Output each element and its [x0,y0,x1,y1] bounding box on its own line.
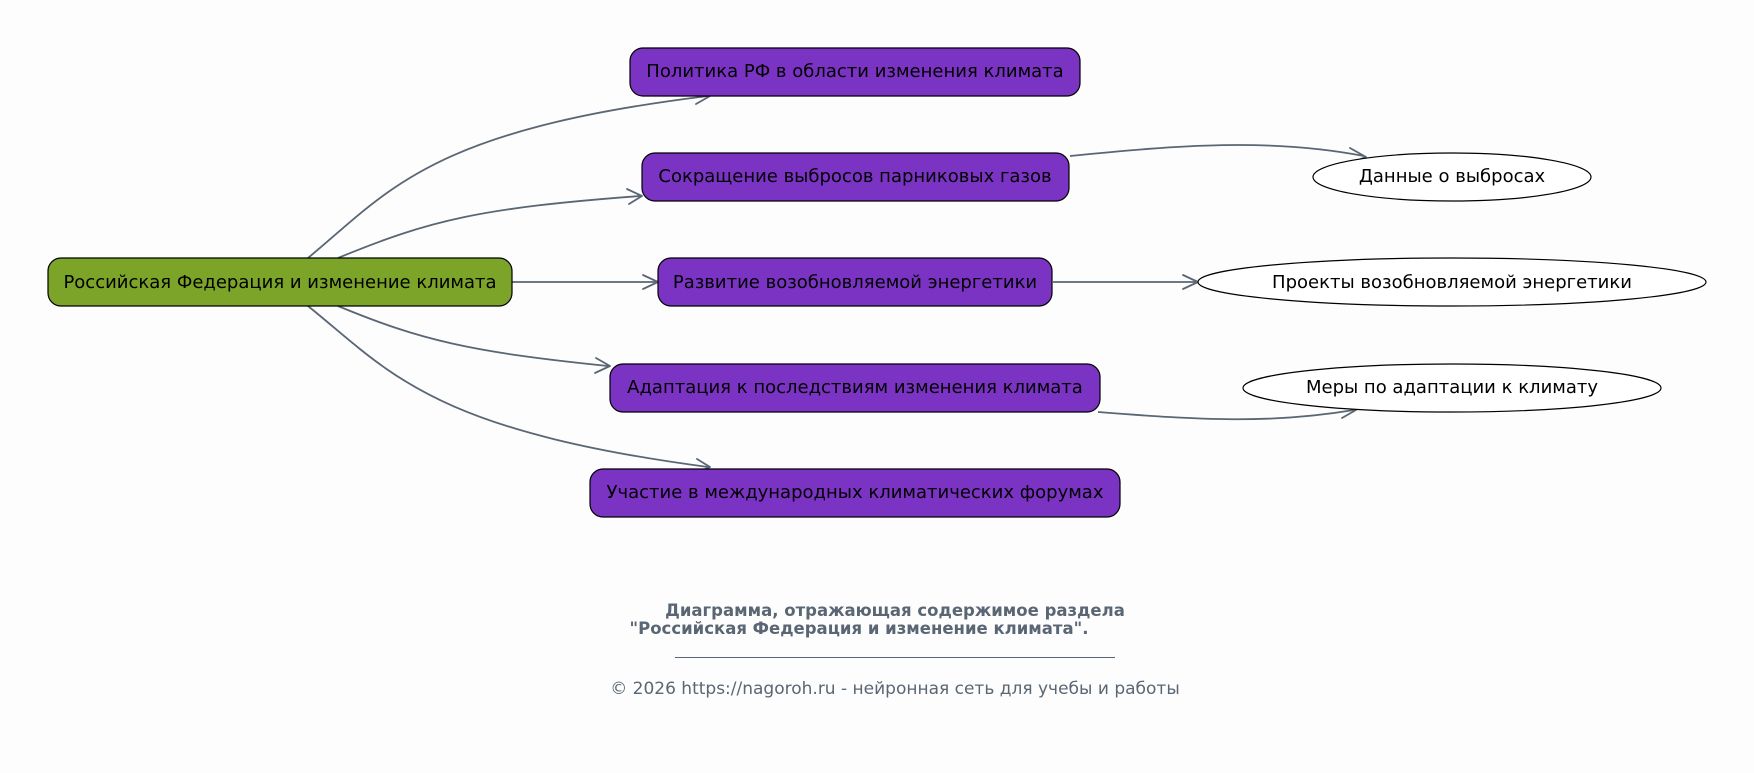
topic-node-box [641,152,1070,202]
detail-node-1: Проекты возобновляемой энергетики [1197,257,1707,307]
topic-node-box [657,257,1053,307]
topic-node-label: Сокращение выбросов парниковых газов [658,166,1051,187]
topic-node-0: Политика РФ в области изменения климата [629,47,1081,97]
edge-root-to-topic-3 [337,305,609,367]
edge-root-to-topic-0 [307,95,709,259]
copyright-footer: © 2026 https://nagoroh.ru - нейронная се… [610,679,1180,699]
root-node-label: Российская Федерация и изменение климата [63,272,496,293]
detail-node-label: Данные о выбросах [1359,166,1546,187]
topic-node-label: Развитие возобновляемой энергетики [673,272,1037,293]
topic-node-label: Политика РФ в области изменения климата [646,61,1063,82]
arrow-head-topic-3 [594,357,611,374]
topic-node-box [609,363,1101,413]
caption-line-1: Диаграмма, отражающая содержимое раздела [665,601,1125,620]
edges [307,88,1367,475]
caption-divider [675,657,1115,658]
caption-line-2: "Российская Федерация и изменение климат… [629,619,1089,638]
detail-node-ellipse [1242,363,1662,413]
detail-node-2: Меры по адаптации к климату [1242,363,1662,413]
topic-node-2: Развитие возобновляемой энергетики [657,257,1053,307]
detail-node-0: Данные о выбросах [1312,152,1592,202]
detail-node-label: Меры по адаптации к климату [1306,377,1598,398]
topic-node-3: Адаптация к последствиям изменения клима… [609,363,1101,413]
root-node: Российская Федерация и изменение климата [47,257,513,307]
detail-node-label: Проекты возобновляемой энергетики [1272,272,1632,293]
topic-node-label: Участие в международных климатических фо… [606,482,1103,503]
detail-node-ellipse [1197,257,1707,307]
edge-topic-1-to-detail-0 [1069,144,1365,157]
edge-topic-3-to-detail-2 [1097,409,1355,421]
topic-node-box [589,468,1121,518]
detail-node-ellipse [1312,152,1592,202]
root-node-box [47,257,513,307]
topic-node-box [629,47,1081,97]
arrow-head-topic-1 [626,188,643,205]
edge-root-to-topic-4 [307,305,709,468]
topic-node-label: Адаптация к последствиям изменения клима… [627,377,1083,398]
topic-node-1: Сокращение выбросов парниковых газов [641,152,1070,202]
topic-node-4: Участие в международных климатических фо… [589,468,1121,518]
edge-root-to-topic-1 [337,195,641,259]
